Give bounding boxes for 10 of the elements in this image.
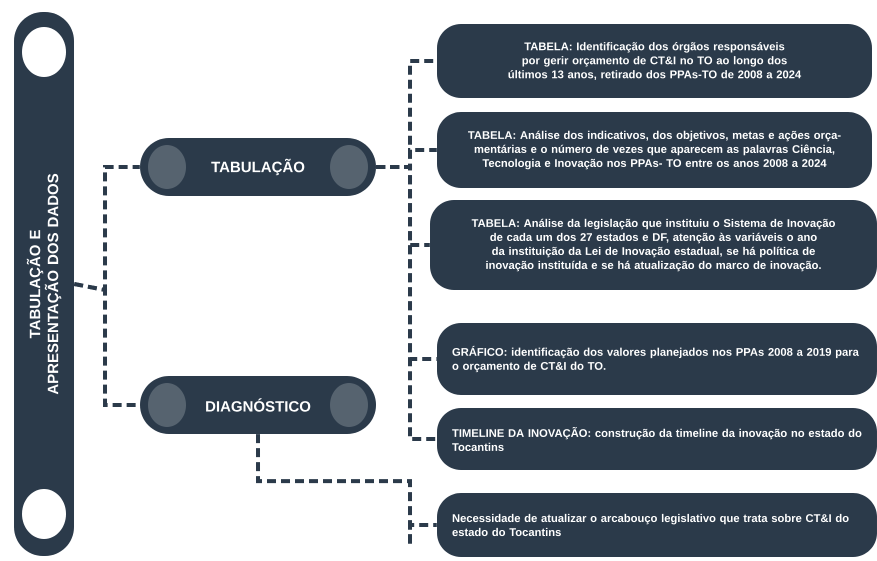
- text-box: GRÁFICO: identificação dos valores planejados nos PPAs 2008 a 2019 para o orçamento de CT&I do TO.: [437, 322, 877, 395]
- category-pill: DIAGNÓSTICO: [140, 376, 376, 434]
- text-box: TABELA: Análise dos indicativos, dos objetivos, metas e ações orça-mentárias e o número de vezes que aparecem as palavras Ciência, Tecnologia e Inovação nos PPAs- TO entre os anos 2008 a 2024: [437, 112, 872, 188]
- text-box: Necessidade de atualizar o arcabouço legislativo que trata sobre CT&I do estado do Tocantins: [437, 492, 877, 557]
- text-box: TABELA: Identificação dos órgãos responsáveis por gerir orçamento de CT&I no TO ao longo dos últimos 13 anos, retirado dos PPAs-TO de 2008 a 2024: [437, 24, 872, 98]
- text-box: TABELA: Análise da legislação que instituiu o Sistema de Inovação de cada um dos 27 estados e DF, atenção às variáveis o ano da instituição da Lei de Inovação estadual, se há política de inovação instituída e se há atualização do marco de inovação.: [430, 200, 877, 290]
- connector-line: [376, 165, 437, 441]
- vertical-banner: TABULAÇÃO E APRESENTAÇÃO DOS DADOS: [14, 12, 74, 556]
- category-pill: TABULAÇÃO: [140, 138, 376, 196]
- text-box: TIMELINE DA INOVAÇÃO: construção da timeline da inovação no estado do Tocantins: [437, 408, 877, 470]
